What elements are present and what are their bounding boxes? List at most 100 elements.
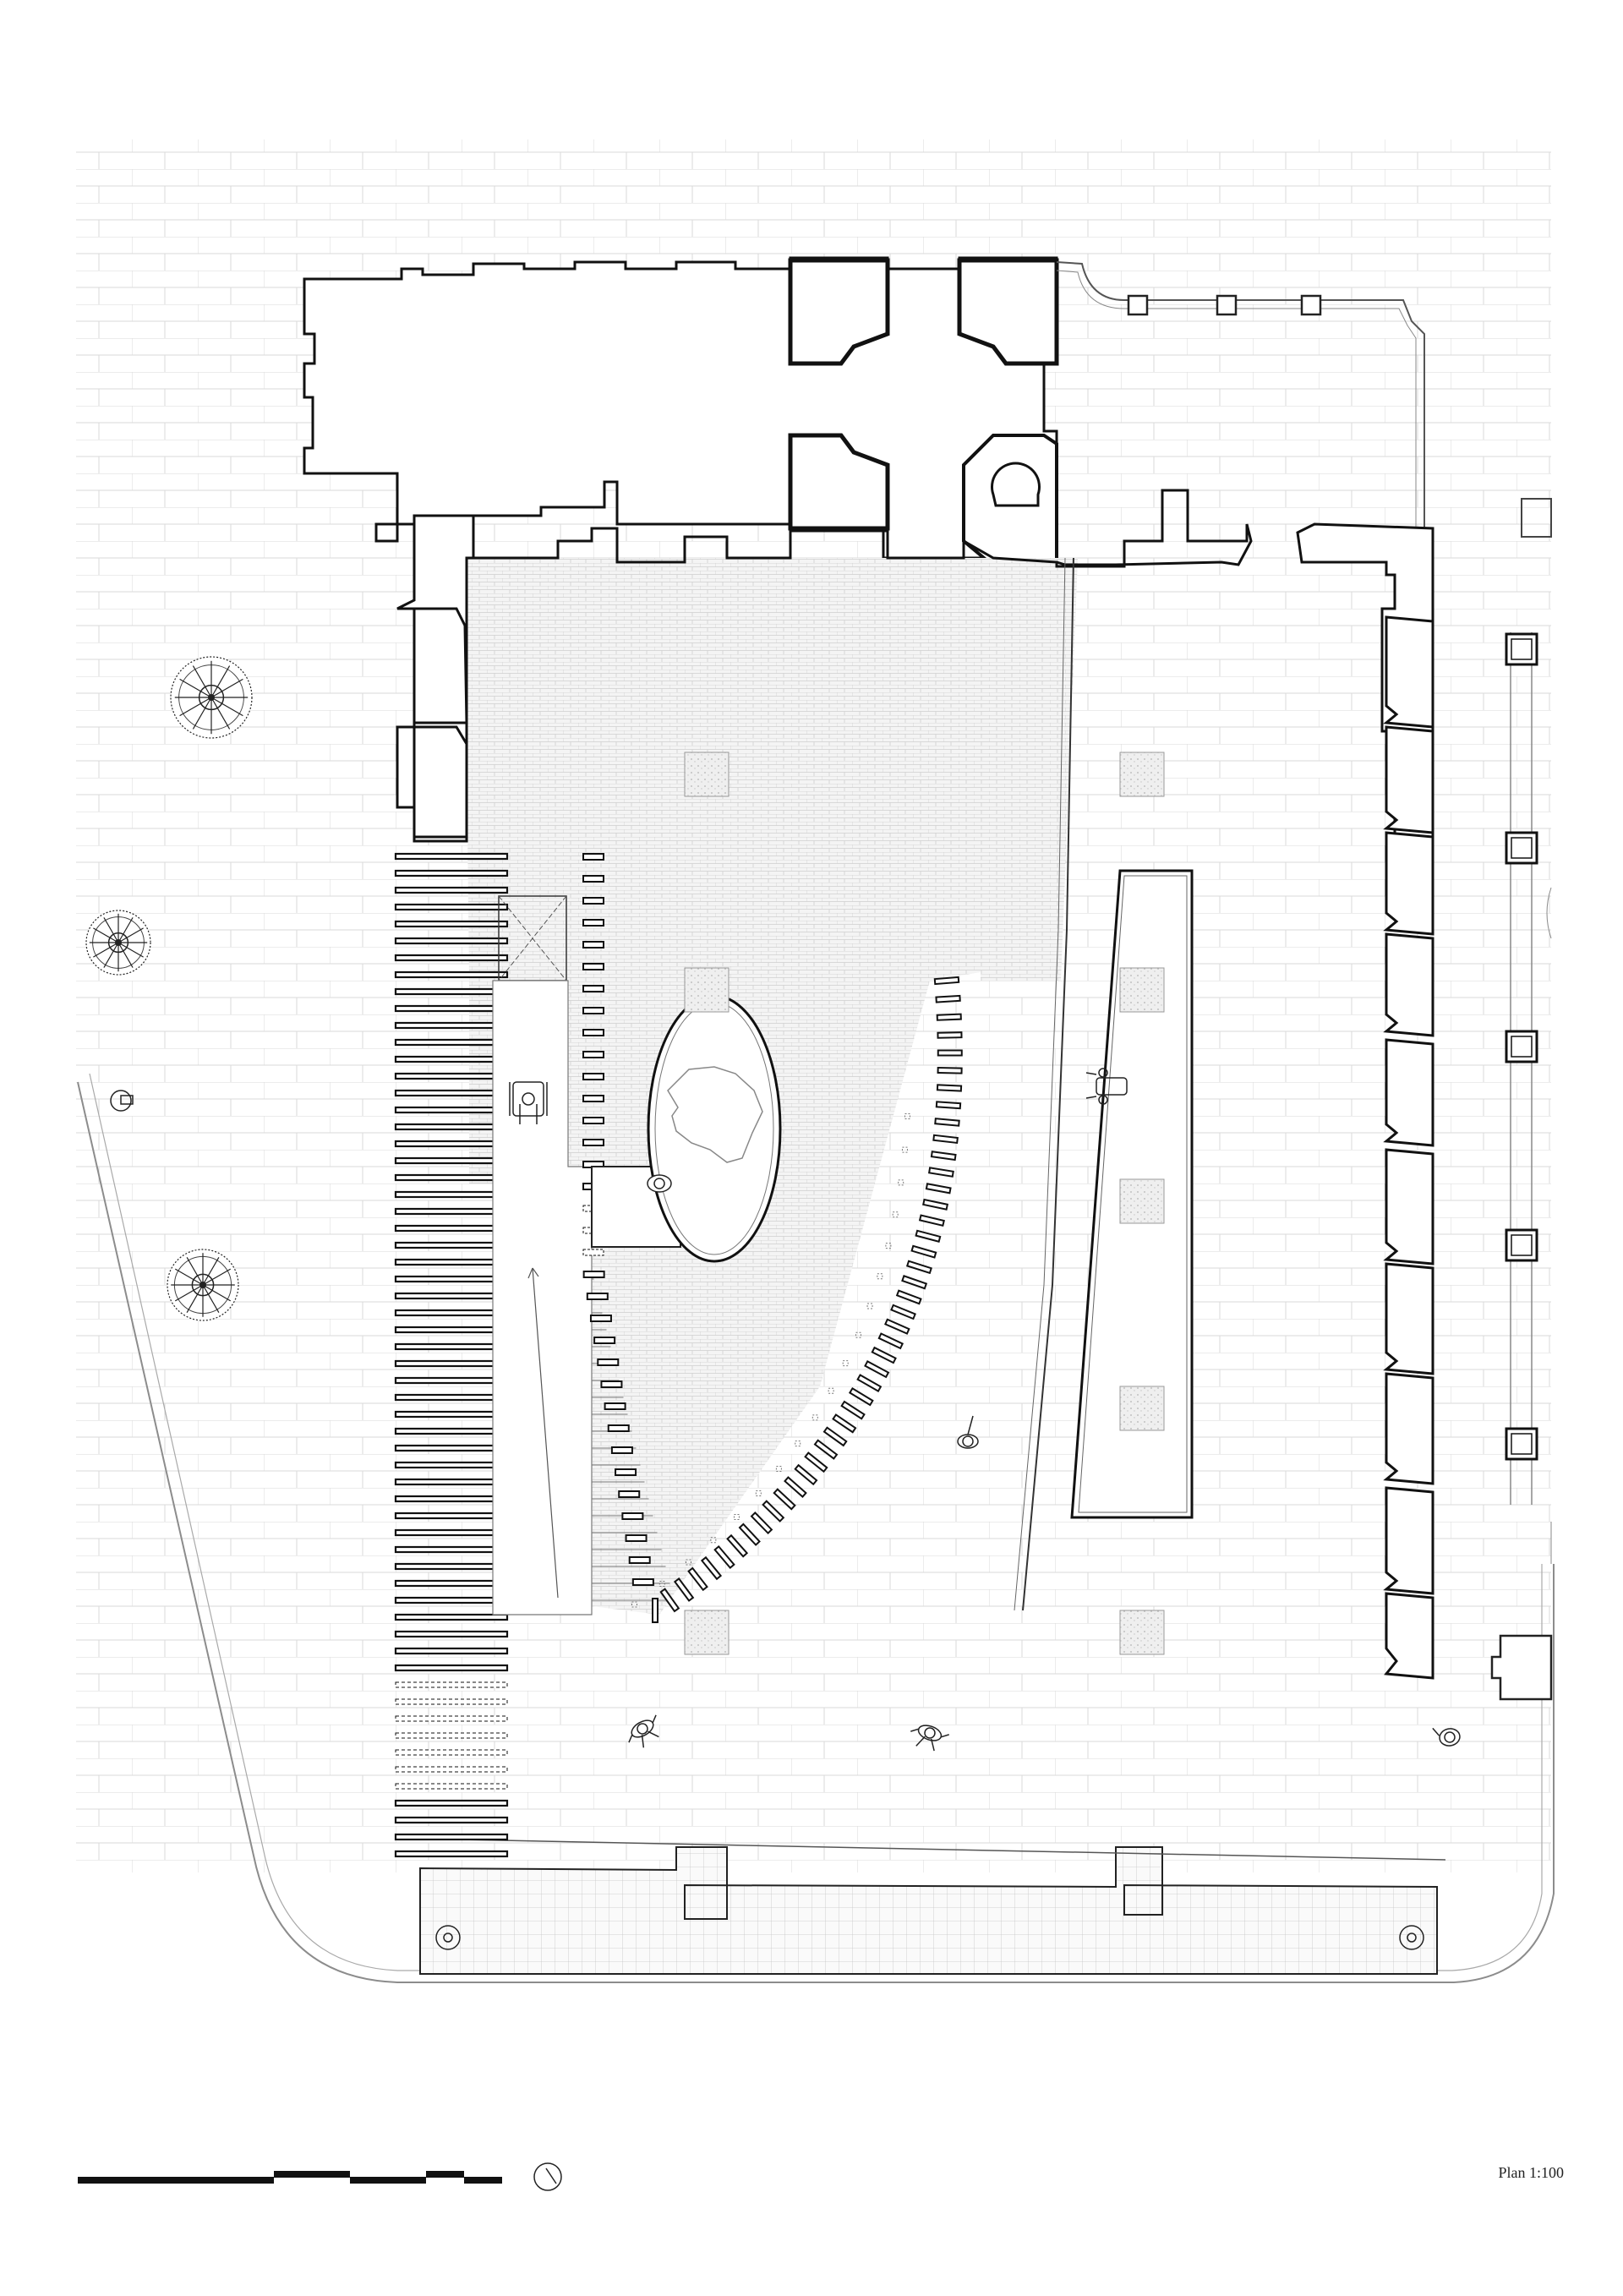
street-kerb [77,1081,1555,1983]
tree-icons [85,656,253,1321]
terrace-step [395,1681,508,1688]
terrace-step [395,1698,508,1705]
arc-inner-mark [775,1465,782,1472]
east-buttresses [1383,615,1434,1680]
terrace-step [394,1309,509,1317]
terrace-step [394,1579,509,1588]
terrace-step [394,1393,509,1402]
arc-seat [937,1066,963,1074]
arc-seat [936,1084,963,1092]
tower-se [962,434,1058,564]
arc-inner-mark [755,1490,762,1496]
terrace-step [394,1816,509,1824]
terrace-step [395,1766,508,1773]
island-map-outline [667,1066,763,1163]
terrace-step [394,1123,509,1131]
terrace-step [394,1055,509,1063]
arc-inner-mark [842,1360,849,1367]
terrace-step [394,1495,509,1503]
bench-icon [1085,1068,1128,1105]
terrace-step [394,1021,509,1030]
arc-inner-mark [658,1580,665,1587]
street-end-block [1521,498,1552,538]
terrace-step [394,937,509,945]
bin-icon [110,1090,134,1112]
arc-seat [794,1463,818,1486]
inner-step [625,1534,648,1542]
inner-step [586,1293,609,1300]
terrace-step [394,1038,509,1047]
arc-seat [822,1426,848,1447]
terrace-step [394,1799,509,1807]
inner-step [593,1337,616,1344]
inner-step [582,1029,604,1036]
arc-inner-mark [892,1211,899,1218]
arc-seat [840,1400,866,1420]
arc-inner-mark [685,1559,691,1566]
terrace-step [394,1173,509,1182]
arc-inner-mark [733,1514,740,1521]
arc-seat [918,1214,945,1227]
plan-scale-caption: Plan 1:100 [1498,2164,1564,2181]
terrace-step [394,920,509,928]
terrace-step [394,1461,509,1469]
terrace-step [394,1342,509,1351]
arc-seat [915,1229,942,1243]
inner-step [607,1424,630,1432]
inner-step [582,1095,604,1102]
inner-step [582,919,604,927]
street-kerb-inner [89,1073,1543,1971]
terrace-step [394,1478,509,1486]
terrace-step [394,1410,509,1419]
inner-step [597,1358,620,1366]
arc-seat [925,1183,952,1194]
west-buttresses [413,607,468,839]
inner-step [582,1271,605,1278]
arc-seat [687,1566,708,1592]
arc-inner-mark [631,1601,637,1608]
terrace-step [394,1613,509,1621]
arc-seat [700,1555,723,1581]
inner-step [582,1073,604,1080]
terrace-step [394,886,509,894]
tree-pits [684,752,1165,1655]
arc-inner-mark [866,1303,873,1309]
arc-seat [935,1101,962,1110]
inner-step [600,1380,623,1388]
arc-seat [750,1512,773,1535]
scale-bar [78,2171,502,2184]
terrace-step [394,1427,509,1435]
arc-seat [659,1588,680,1613]
terrace-step [394,987,509,996]
inner-step [582,875,604,883]
terrace-step [394,1596,509,1604]
tower-ne2 [957,258,1059,366]
terrace-step [394,1275,509,1283]
arc-seat [884,1318,910,1335]
east-piers [1490,632,1553,1701]
terrace-step [394,1004,509,1013]
terrace-step [394,903,509,911]
inner-step [582,985,604,992]
terrace-step [394,1444,509,1452]
terrace-step [394,869,509,877]
terrace-step [395,1783,508,1790]
arc-inner-mark [855,1331,861,1338]
terrace-step [395,1715,508,1722]
arc-seat [933,976,960,986]
arc-inner-mark [877,1273,883,1280]
inner-step [589,1315,612,1322]
north-arrow-icon [533,2162,562,2191]
arc-seat [935,994,961,1003]
arc-seat [762,1500,785,1522]
arc-seat [910,1244,937,1259]
annex-outline [1056,261,1425,528]
arc-seat [652,1598,658,1623]
arc-seat [871,1346,897,1364]
arc-seat [773,1488,796,1511]
terrace-step [394,1106,509,1114]
arc-seat [864,1360,890,1379]
terrace-step [394,1850,509,1858]
arc-seat [832,1413,857,1434]
